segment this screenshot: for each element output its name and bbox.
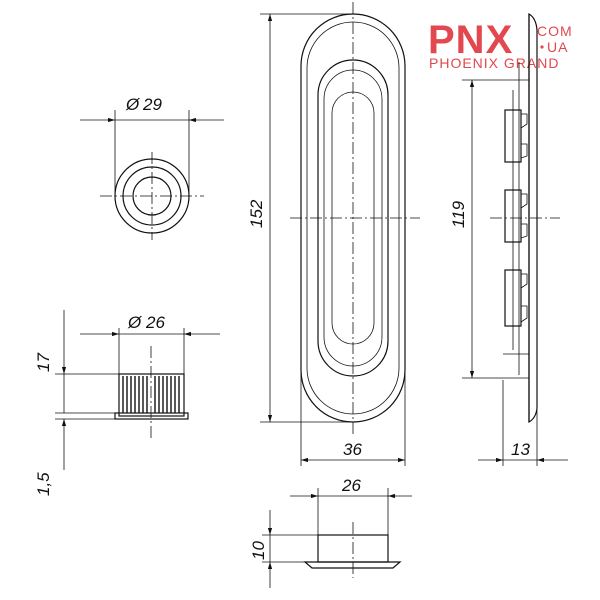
- logo-domain-top: COM: [537, 23, 573, 39]
- logo-dot: [540, 45, 544, 49]
- top-view: Ø 29: [80, 95, 224, 240]
- dim-front-width: 36: [343, 440, 362, 459]
- profile-view: 119 13: [449, 12, 568, 466]
- dim-side-height: 17: [34, 353, 53, 372]
- diameter-29-symbol: Ø: [125, 95, 141, 114]
- clip-top: [504, 109, 528, 163]
- dim-side-diameter: 26: [145, 313, 165, 332]
- dim-profile-height: 119: [449, 200, 468, 228]
- dim-side-flange: 1,5: [34, 472, 53, 496]
- logo-tagline: PHOENIX GRAND: [429, 55, 559, 71]
- brand-logo: PNX COM UA PHOENIX GRAND: [428, 18, 573, 71]
- diameter-26-symbol: Ø: [127, 313, 143, 332]
- dim-bottom-width: 26: [341, 476, 361, 495]
- side-view: Ø 26 17 1,5: [34, 310, 220, 496]
- dim-bottom-height: 10: [249, 541, 268, 560]
- dim-profile-depth: 13: [511, 440, 530, 459]
- dim-front-height: 152: [247, 199, 266, 228]
- front-view: 152 36: [247, 2, 420, 466]
- dim-top-diameter: 29: [142, 95, 162, 114]
- ribs: [122, 376, 180, 413]
- clip-middle: [504, 189, 528, 243]
- clip-bottom: [504, 269, 528, 327]
- logo-brand: PNX: [428, 18, 513, 62]
- logo-domain-bottom: UA: [547, 39, 568, 55]
- bottom-view: 26 10: [249, 476, 412, 588]
